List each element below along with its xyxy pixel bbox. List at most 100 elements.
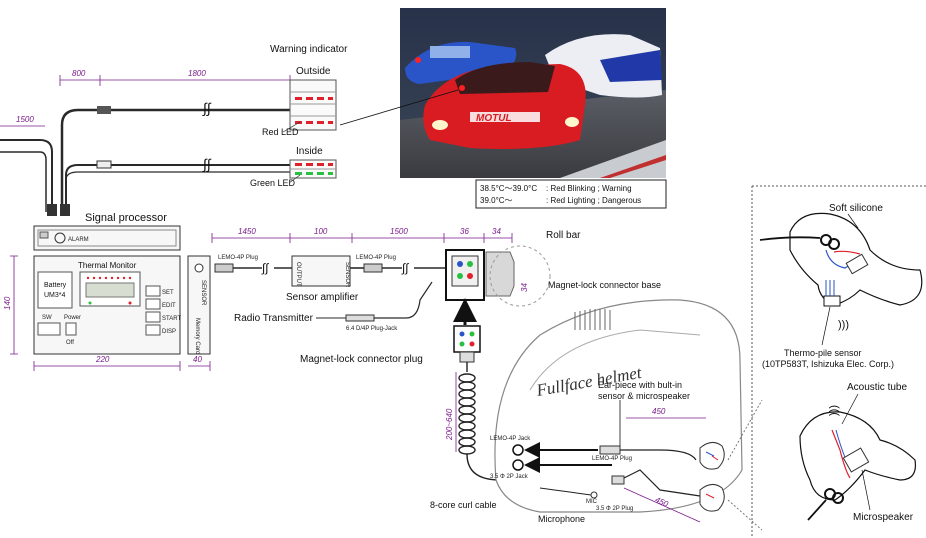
earpiece-small-top — [700, 442, 724, 469]
sw-port[interactable] — [38, 323, 60, 335]
edit-button[interactable] — [146, 299, 160, 309]
lcd-screen — [86, 283, 134, 297]
outside-indicator — [290, 80, 336, 130]
processor-side-unit: SENSOR Memory Card — [188, 256, 210, 354]
earpiece-small-bottom — [700, 484, 724, 511]
dim-34: 34 — [492, 227, 501, 236]
set-label: SET — [162, 290, 174, 296]
warning-legend: 38.5°C～39.0°C : Red Blinking ; Warning 3… — [476, 180, 666, 208]
microphone-label: Microphone — [538, 514, 585, 524]
dim-220: 220 — [95, 355, 110, 364]
sensor-amplifier-box: OUTPUT SENSOR — [292, 256, 350, 288]
set-button[interactable] — [146, 286, 160, 296]
sensor-amplifier-title: Sensor amplifier — [286, 292, 359, 303]
power-switch[interactable] — [66, 323, 76, 335]
ear-detail-panel: ))) Soft silicone Thermo-pile sensor (10… — [752, 186, 926, 538]
soft-silicone-label: Soft silicone — [829, 203, 883, 214]
cable-plug — [47, 204, 57, 216]
battery-label-2: UM3*4 — [44, 292, 66, 299]
cable-connector — [97, 106, 111, 114]
dim-1800: 1800 — [188, 69, 206, 78]
processor-top-unit: ALARM — [34, 226, 180, 250]
signal-processor-title: Signal processor — [85, 212, 167, 224]
cable-break: ∫∫ — [261, 261, 269, 275]
dim-40: 40 — [193, 355, 202, 364]
battery-label-1: Battery — [44, 282, 67, 289]
dim-200-640: 200~640 — [445, 408, 454, 441]
cable-plug — [60, 204, 70, 216]
radio-transmitter-label: Radio Transmitter — [234, 313, 314, 324]
off-label: Off — [66, 340, 74, 346]
legend-desc-2: : Red Lighting ; Dangerous — [546, 196, 641, 205]
power-label: Power — [64, 315, 81, 321]
radio-plug-jack — [346, 315, 374, 321]
thermo-pile-sensor — [824, 296, 840, 306]
inside-indicator — [290, 160, 336, 178]
jack-35-label: 3.5 Φ 2P Jack — [490, 474, 529, 480]
dim-450-top: 450 — [652, 407, 666, 416]
plug-35-label: 3.5 Φ 2P Plug — [596, 506, 633, 512]
thermal-monitor-title: Thermal Monitor — [78, 261, 137, 270]
lemo-plug-label-1: LEMO-4P Plug — [218, 255, 258, 261]
edit-label: EDIT — [162, 303, 176, 309]
connector-base — [446, 250, 484, 300]
earpiece-label-2: sensor & microspeaker — [598, 391, 690, 401]
sound-waves-bottom: ))) — [828, 405, 840, 416]
jack-35 — [513, 460, 523, 470]
lemo-plug-helmet-label: LEMO-4P Plug — [592, 456, 632, 462]
thermo-label-2: (10TP583T, Ishizuka Elec. Corp.) — [762, 359, 894, 369]
amp-output-label: OUTPUT — [295, 262, 301, 287]
lemo-plug-helmet — [600, 446, 620, 454]
dim-34-vertical: 34 — [520, 283, 529, 292]
dim-140: 140 — [3, 296, 12, 310]
dim-1450: 1450 — [238, 227, 256, 236]
plug-35 — [612, 476, 624, 484]
warning-indicator-title: Warning indicator — [270, 44, 348, 55]
amp-sensor-label: SENSOR — [344, 262, 350, 288]
cable-break: ∫∫ — [202, 156, 212, 172]
disp-button[interactable] — [146, 325, 160, 335]
lemo-plug-label-2: LEMO-4P Plug — [356, 255, 396, 261]
connector-base-label: Magnet-lock connector base — [548, 280, 661, 290]
dimension-lines — [0, 75, 290, 126]
dim-800: 800 — [72, 69, 86, 78]
battery-compartment — [38, 272, 72, 308]
connector-plug-label: Magnet-lock connector plug — [300, 354, 423, 365]
earpiece-label-1: Ear-piece with bult-in — [598, 380, 682, 390]
dim-100: 100 — [314, 227, 328, 236]
thermal-monitor-unit: Thermal Monitor Battery UM3*4 SET EDIT S… — [34, 256, 181, 354]
race-photo: MOTUL — [400, 8, 666, 178]
outside-label: Outside — [296, 66, 331, 77]
legend-temp-1: 38.5°C～39.0°C — [480, 184, 537, 193]
curl-cable-label: 8-core curl cable — [430, 500, 497, 510]
sw-label: SW — [42, 315, 52, 321]
dim-1500-mid: 1500 — [390, 227, 408, 236]
lemo-jack-label: LEMO-4P Jack — [490, 436, 531, 442]
cable-connector — [97, 161, 111, 168]
roll-bar-label: Roll bar — [546, 230, 581, 241]
cable-break: ∫∫ — [401, 261, 409, 275]
photo-banner: MOTUL — [476, 113, 512, 124]
acoustic-tube-label: Acoustic tube — [847, 382, 907, 393]
legend-temp-2: 39.0°C～ — [480, 196, 513, 205]
microspeaker-label: Microspeaker — [853, 512, 914, 523]
sensor-side-label: SENSOR — [200, 280, 206, 306]
red-led-label: Red LED — [262, 127, 299, 137]
alarm-label: ALARM — [68, 237, 89, 243]
cable-break: ∫∫ — [202, 100, 212, 116]
sound-waves-top: ))) — [838, 319, 849, 331]
lemo-plug-1 — [215, 264, 233, 272]
lemo-jack — [513, 445, 523, 455]
memory-card-label: Memory Card — [194, 318, 200, 354]
mic-label: MIC — [586, 499, 598, 505]
connector-plug — [454, 326, 480, 362]
start-button[interactable] — [146, 312, 160, 322]
lemo-plug-2 — [364, 264, 382, 272]
green-led-label: Green LED — [250, 178, 296, 188]
thermo-label-1: Thermo-pile sensor — [784, 348, 862, 358]
legend-desc-1: : Red Blinking ; Warning — [546, 184, 632, 193]
dim-36: 36 — [460, 227, 469, 236]
start-label: START — [162, 316, 181, 322]
sensor-port[interactable] — [195, 264, 203, 272]
